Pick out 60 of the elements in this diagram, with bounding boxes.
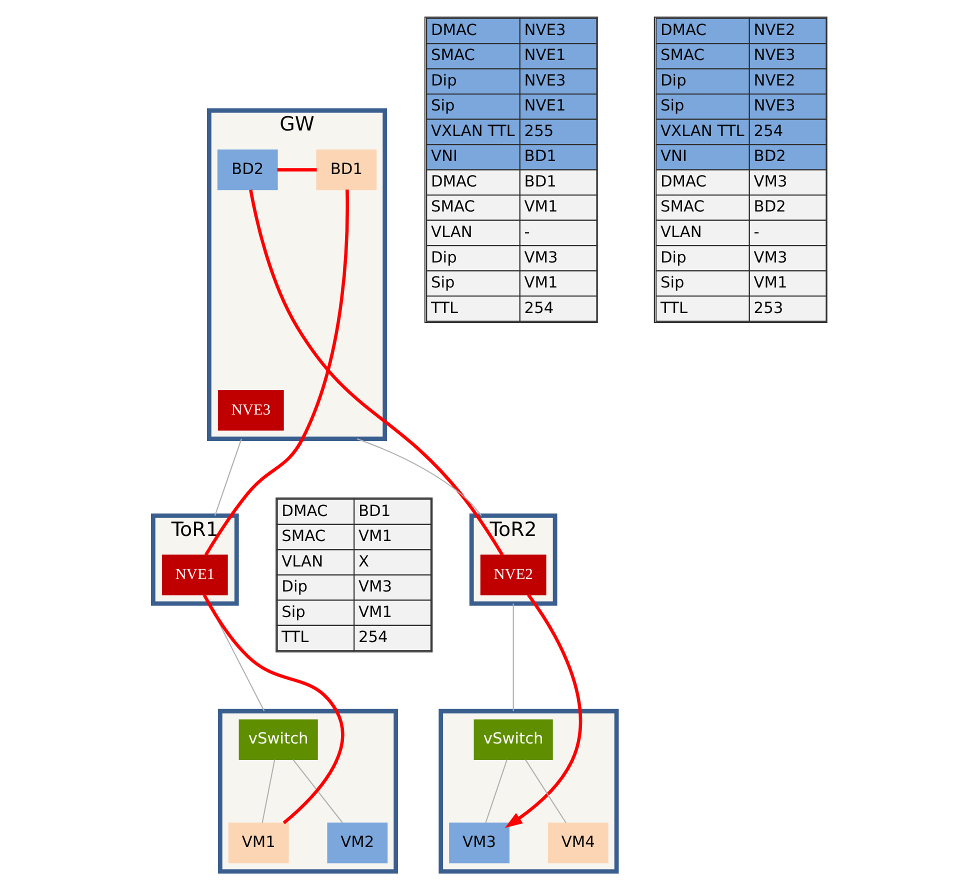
label: VLAN: [660, 222, 702, 241]
label: NVE2: [754, 20, 796, 39]
label: NVE3: [754, 96, 796, 115]
label: BD1: [524, 172, 556, 190]
label: VM3: [358, 578, 392, 596]
label: VLAN: [430, 222, 472, 241]
label: Sip: [430, 274, 455, 292]
label: Dip: [282, 578, 308, 596]
label: SMAC: [430, 198, 475, 216]
label: Dip: [660, 71, 686, 90]
label: SMAC: [430, 46, 475, 64]
label: VM3: [754, 248, 788, 266]
label: X: [358, 552, 370, 570]
label: DMAC: [430, 20, 478, 39]
label: SMAC: [282, 527, 326, 546]
label: Dip: [660, 248, 686, 266]
label: VM1: [754, 274, 788, 292]
label: NVE2: [754, 71, 796, 90]
label: -: [524, 222, 530, 241]
label: 253: [754, 298, 784, 317]
label: TTL: [660, 298, 688, 317]
label: Sip: [282, 602, 306, 621]
label: 254: [524, 298, 554, 317]
label: VM1: [524, 274, 558, 292]
label: Sip: [660, 274, 684, 292]
label: NVE1: [524, 46, 566, 64]
label: VM1: [524, 198, 558, 216]
label: SMAC: [660, 46, 704, 64]
label: Dip: [430, 248, 457, 266]
label: VM1: [358, 602, 392, 621]
label: TTL: [430, 298, 458, 317]
label: Sip: [430, 96, 455, 115]
label: -: [754, 222, 760, 241]
label: VXLAN TTL: [660, 122, 744, 140]
label: NVE3: [754, 46, 796, 64]
label: VLAN: [282, 552, 324, 570]
label: VNI: [660, 147, 687, 166]
label: BD1: [524, 147, 556, 166]
label: VM3: [524, 248, 558, 266]
label: SMAC: [660, 198, 704, 216]
label: BD2: [754, 198, 786, 216]
label: Sip: [660, 96, 684, 115]
label: NVE1: [524, 96, 566, 115]
label: DMAC: [282, 502, 328, 520]
label: VM3: [754, 172, 788, 190]
label: NVE3: [524, 20, 566, 39]
label: Dip: [430, 71, 457, 90]
label: BD1: [358, 502, 391, 520]
label: 254: [358, 628, 388, 646]
label: DMAC: [430, 172, 478, 190]
label: 255: [524, 122, 554, 140]
label: DMAC: [660, 172, 707, 190]
label: NVE3: [524, 71, 566, 90]
label: VM1: [358, 527, 392, 546]
label: TTL: [282, 628, 309, 646]
label: DMAC: [660, 20, 707, 39]
label: 254: [754, 122, 784, 140]
label: VNI: [430, 147, 458, 166]
label: VXLAN TTL: [430, 122, 515, 140]
label: BD2: [754, 147, 786, 166]
